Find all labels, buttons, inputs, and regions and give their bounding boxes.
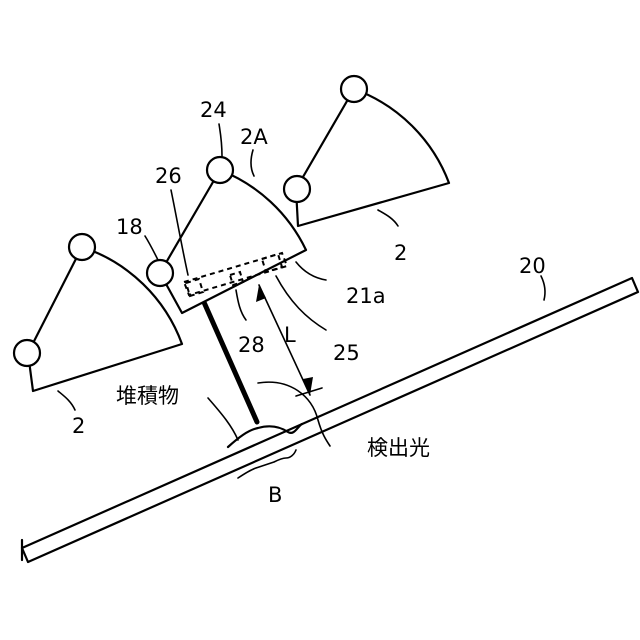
leader-2-left (58, 391, 75, 410)
label-18: 18 (116, 215, 143, 239)
label-2-left: 2 (72, 414, 85, 438)
label-detection-light: 検出光 (367, 436, 430, 460)
leader-24 (219, 124, 222, 156)
label-deposit: 堆積物 (116, 384, 179, 408)
leader-28 (236, 290, 246, 320)
label-26: 26 (155, 164, 182, 188)
leader-2A (251, 150, 254, 176)
leader-deposit (208, 398, 238, 440)
leader-25 (276, 276, 326, 330)
label-B: B (268, 483, 282, 507)
roller-left-right-unit (284, 176, 310, 202)
leader-20 (541, 276, 545, 300)
leader-18 (145, 236, 158, 260)
support-rod-28 (203, 300, 257, 422)
leader-21a (296, 262, 326, 280)
label-2-right: 2 (394, 241, 407, 265)
label-25: 25 (333, 341, 360, 365)
label-24: 24 (200, 98, 227, 122)
roller-top-right (341, 76, 367, 102)
roller-left-center (147, 260, 173, 286)
leader-2-right (378, 210, 398, 226)
label-L: L (284, 323, 296, 347)
label-20: 20 (519, 254, 546, 278)
roller-left-left-unit (14, 340, 40, 366)
label-2A: 2A (240, 125, 268, 149)
label-21a: 21a (346, 284, 386, 308)
roller-top-center (207, 157, 233, 183)
cleaning-unit-right (284, 76, 449, 226)
roller-top-left (69, 234, 95, 260)
label-28: 28 (238, 333, 265, 357)
